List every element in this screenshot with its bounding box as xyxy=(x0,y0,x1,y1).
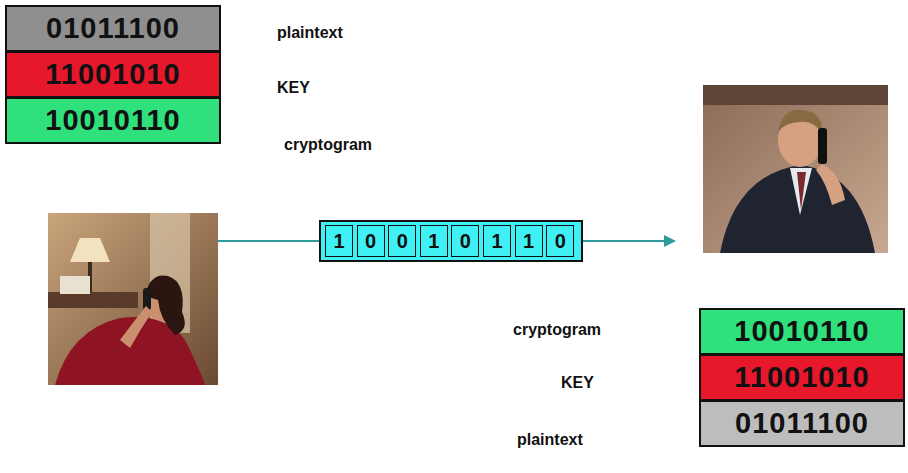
bit-cell: 0 xyxy=(388,225,416,257)
row-label: cryptogram xyxy=(284,136,372,154)
phone xyxy=(818,128,827,164)
photo-background xyxy=(703,85,888,253)
bit-cell: 1 xyxy=(420,225,448,257)
bit-digit: 1 xyxy=(491,230,502,253)
key-bar: 11001010 xyxy=(699,354,905,401)
bit-string: 11001010 xyxy=(45,58,180,91)
row-label: plaintext xyxy=(517,431,583,449)
bit-cell: 0 xyxy=(546,225,574,257)
bit-digit: 0 xyxy=(555,230,566,253)
tie xyxy=(797,172,806,210)
photo-background xyxy=(48,213,218,385)
row-label: KEY xyxy=(561,374,594,392)
bit-string: 01011100 xyxy=(735,407,869,440)
hand xyxy=(816,164,845,205)
row-label: plaintext xyxy=(277,24,343,42)
hair xyxy=(778,110,822,134)
bit-cell: 0 xyxy=(357,225,385,257)
bit-strip xyxy=(320,221,582,261)
arrow-line xyxy=(218,240,320,242)
man-photo xyxy=(703,85,888,253)
bit-digit: 1 xyxy=(523,230,534,253)
cryptogram-bar: 10010110 xyxy=(699,308,905,355)
plaintext-bar: 01011100 xyxy=(5,5,221,52)
plaintext-bar: 01011100 xyxy=(699,400,905,447)
cryptogram-bar: 10010110 xyxy=(5,97,221,144)
arrow-line xyxy=(582,240,666,242)
key-bar: 11001010 xyxy=(5,51,221,98)
bit-cell: 1 xyxy=(483,225,511,257)
papers xyxy=(60,276,90,294)
bit-digit: 0 xyxy=(365,230,376,253)
bit-string: 11001010 xyxy=(734,361,869,394)
row-label: cryptogram xyxy=(513,321,601,339)
bit-cell: 1 xyxy=(325,225,353,257)
bit-digit: 1 xyxy=(428,230,439,253)
table xyxy=(48,292,138,308)
bit-digit: 1 xyxy=(333,230,344,253)
arm xyxy=(120,306,152,348)
bit-string: 10010110 xyxy=(734,315,869,348)
row-label: KEY xyxy=(277,79,310,97)
bit-digit: 0 xyxy=(397,230,408,253)
bit-cell: 1 xyxy=(515,225,543,257)
bit-string: 01011100 xyxy=(46,12,180,45)
arrowhead xyxy=(664,235,676,247)
lamp-shade xyxy=(70,238,110,262)
woman-photo xyxy=(48,213,218,385)
wall-trim xyxy=(703,85,888,105)
shirt xyxy=(790,168,812,215)
phone xyxy=(143,288,151,310)
suit xyxy=(720,165,875,253)
bit-string: 10010110 xyxy=(45,104,180,137)
bit-digit: 0 xyxy=(460,230,471,253)
bit-cell: 0 xyxy=(451,225,479,257)
